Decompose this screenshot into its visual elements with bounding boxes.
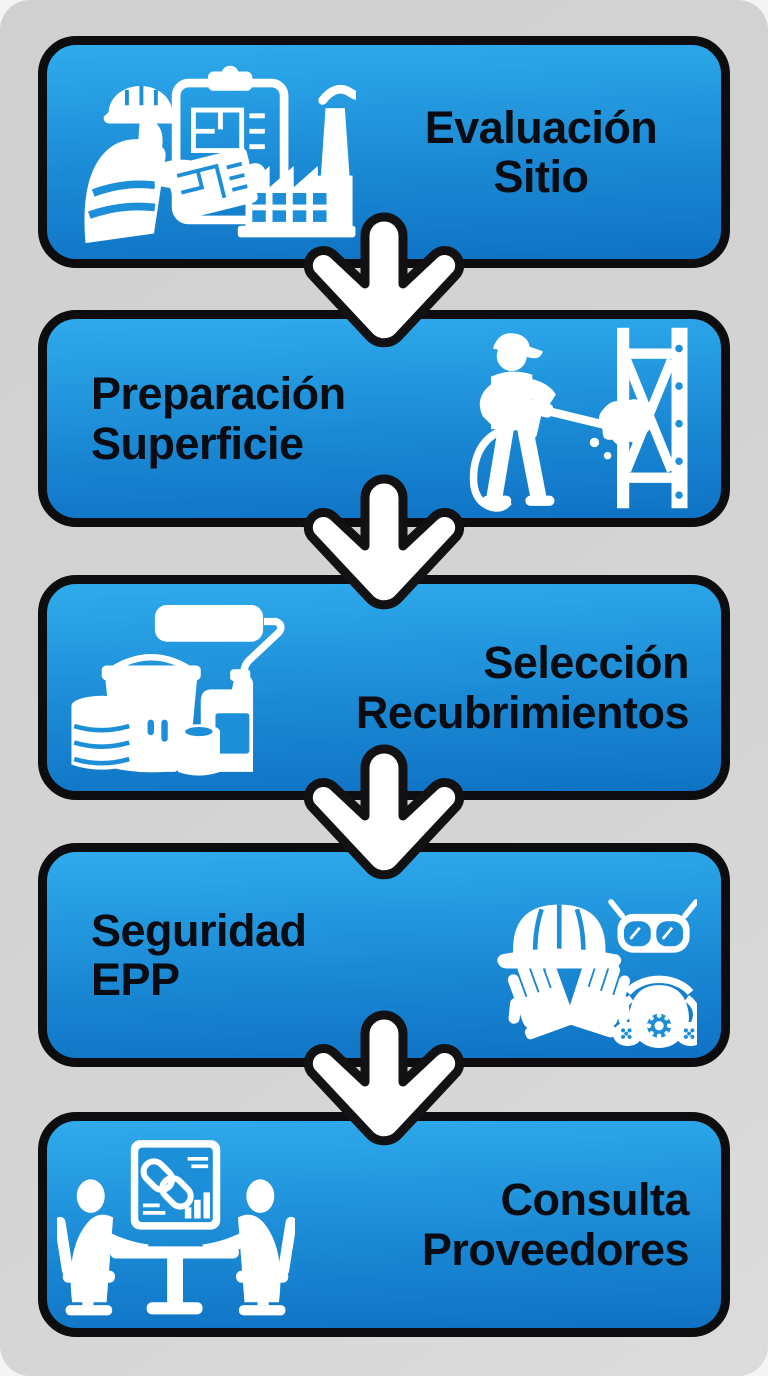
step-label-1: Evaluación Sitio (365, 101, 721, 202)
step-label-4: Seguridad EPP (47, 904, 477, 1005)
step-label-3-line1: Selección (483, 637, 689, 688)
down-arrow-3 (303, 744, 465, 880)
surface-prep-icon (419, 322, 721, 515)
site-assessment-icon (47, 58, 365, 246)
step-label-2-line1: Preparación (91, 368, 346, 419)
step-box-evaluacion-sitio: Evaluación Sitio (38, 36, 730, 268)
step-box-consulta-proveedores: Consulta Proveedores (38, 1112, 730, 1337)
step-label-4-line2: EPP (91, 954, 180, 1005)
coatings-icon (47, 594, 305, 782)
step-label-4-line1: Seguridad (91, 904, 307, 956)
step-label-1-line2: Sitio (493, 151, 590, 202)
step-label-5-line1: Consulta (500, 1174, 689, 1225)
step-label-2-line2: Superficie (91, 417, 304, 469)
step-label-3-line2: Recubrimientos (355, 686, 690, 738)
down-arrow-4 (303, 1010, 465, 1146)
down-arrow-2 (303, 474, 465, 610)
supplier-meeting-icon (47, 1129, 305, 1320)
step-label-3: Selección Recubrimientos (305, 638, 721, 737)
down-arrow-1 (303, 212, 465, 348)
step-label-5-line2: Proveedores (421, 1223, 690, 1275)
step-label-2: Preparación Superficie (47, 369, 419, 468)
step-label-5: Consulta Proveedores (305, 1175, 721, 1274)
step-label-1-line1: Evaluación (424, 101, 658, 153)
ppe-icon (477, 863, 721, 1048)
